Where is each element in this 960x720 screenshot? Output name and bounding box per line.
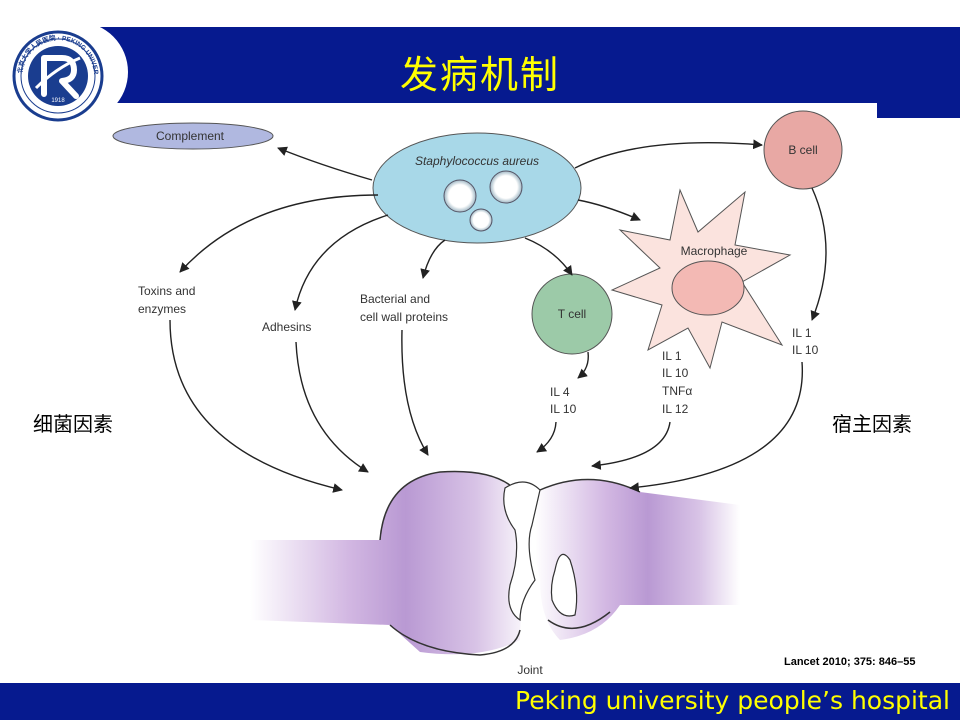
staph-aureus-label: Staphylococcus aureus	[415, 154, 539, 168]
host-factors-label: 宿主因素	[832, 412, 912, 436]
toxins-label: Toxins and enzymes	[138, 284, 199, 316]
header-bar	[100, 27, 960, 103]
arrow-staph-toxins	[179, 194, 379, 273]
footer-text: Peking university people’s hospital	[515, 686, 950, 715]
bacterial-factors-label: 细菌因素	[33, 412, 113, 436]
arrow-toxins-joint	[169, 319, 343, 493]
bacterium-3	[469, 208, 493, 232]
arrow-macro-cyto-joint	[591, 421, 671, 470]
bcell-cytokines-label: IL 1 IL 10	[792, 326, 819, 357]
joint-illustration	[250, 470, 740, 656]
macrophage-label: Macrophage	[681, 244, 748, 258]
macrophage-nucleus	[671, 260, 745, 316]
footer-bar: Peking university people’s hospital	[0, 683, 960, 720]
b-cell-node	[763, 110, 843, 190]
bacterium-2	[489, 170, 523, 204]
joint-label: Joint	[517, 663, 543, 677]
logo-year: 1918	[51, 98, 65, 104]
complement-node	[112, 122, 274, 150]
arrow-bcell-il	[810, 187, 827, 321]
header-strip	[877, 103, 960, 118]
bacterium-1	[443, 179, 477, 213]
complement-label: Complement	[156, 129, 225, 143]
hospital-logo: 1918 北京大学人民医院 · PEKING UNIVERSITY PEOPLE…	[8, 28, 104, 122]
arrow-tcell-il	[577, 351, 589, 379]
staph-aureus-node	[372, 132, 582, 244]
macrophage-cytokines-label: IL 1 IL 10 TNFα IL 12	[662, 349, 696, 416]
arrow-bacterial-joint	[401, 329, 429, 456]
citation: Lancet 2010; 375: 846–55	[784, 656, 916, 668]
arrows	[169, 139, 827, 493]
arrow-staph-adhesins	[292, 214, 389, 311]
arrow-staph-macrophage	[577, 199, 641, 222]
page-title: 发病机制	[399, 53, 560, 97]
arrow-adhesins-joint	[295, 341, 369, 473]
tcell-cytokines-label: IL 4 IL 10	[550, 385, 577, 416]
arrow-staph-complement	[277, 146, 373, 181]
b-cell-label: B cell	[788, 143, 817, 157]
arrow-staph-tcell	[524, 237, 573, 276]
arrow-staph-bacterial	[420, 239, 446, 279]
bacterial-proteins-label: Bacterial and cell wall proteins	[360, 292, 448, 324]
arrow-tcell-cyto-joint	[536, 421, 557, 453]
arrow-staph-bcell	[574, 139, 763, 169]
arrow-bcell-cyto-joint	[629, 361, 803, 492]
adhesins-label: Adhesins	[262, 320, 311, 334]
t-cell-label: T cell	[558, 307, 586, 321]
